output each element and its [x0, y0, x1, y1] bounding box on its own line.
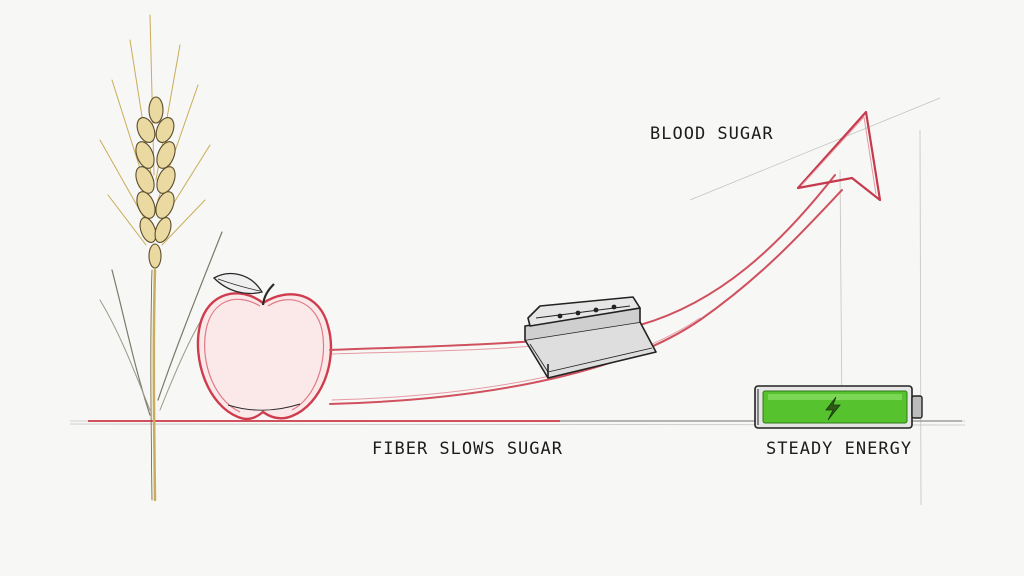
wheat-icon	[99, 14, 223, 502]
lightning-icon	[825, 396, 841, 421]
fiber-slows-sugar-label: FIBER SLOWS SUGAR	[372, 439, 563, 459]
apple-icon	[196, 272, 333, 421]
fiber-bar-icon	[524, 296, 657, 379]
steady-energy-label: STEADY ENERGY	[766, 439, 913, 459]
arrowhead-icon	[796, 110, 882, 202]
blood-sugar-label: BLOOD SUGAR	[650, 124, 774, 144]
